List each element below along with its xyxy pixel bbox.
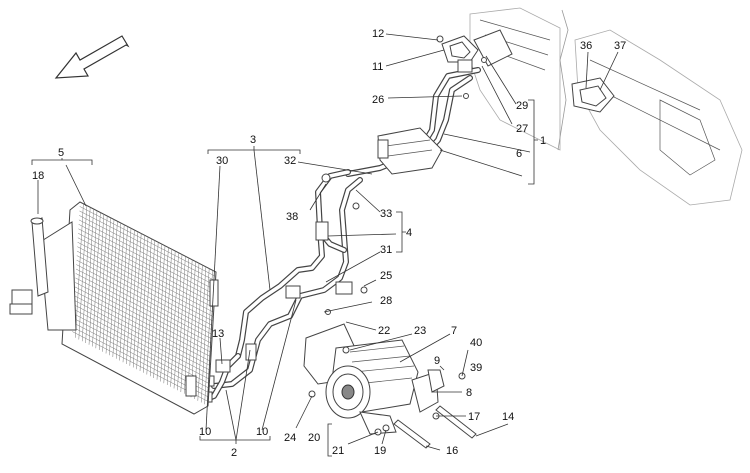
callout-20: 20 — [308, 432, 320, 444]
callout-30: 30 — [216, 155, 228, 167]
callout-21: 21 — [332, 445, 344, 457]
callout-18: 18 — [32, 170, 44, 182]
callout-14: 14 — [502, 411, 514, 423]
callout-23: 23 — [414, 325, 426, 337]
callout-36: 36 — [580, 40, 592, 52]
leader-lines — [31, 33, 619, 457]
callout-39: 39 — [470, 362, 482, 374]
callout-38: 38 — [286, 211, 298, 223]
callout-17: 17 — [468, 411, 480, 423]
condenser-fin-grid — [72, 203, 216, 405]
callout-5: 5 — [58, 147, 64, 159]
hardware-bolts — [308, 93, 477, 449]
ac-compressor — [303, 323, 466, 435]
direction-arrow-icon — [54, 35, 130, 79]
callout-11: 11 — [372, 61, 383, 73]
callout-9: 9 — [434, 355, 440, 367]
callout-13: 13 — [212, 328, 224, 340]
pipe-assembly-1 — [345, 59, 481, 177]
callout-33: 33 — [380, 208, 392, 220]
callout-labels: 1 2 3 4 5 6 7 8 9 10 10 11 12 13 14 16 1… — [32, 28, 626, 459]
callout-7: 7 — [451, 325, 457, 337]
callout-1: 1 — [540, 135, 546, 147]
callout-24: 24 — [284, 432, 296, 444]
insulation-pad-36-37 — [571, 77, 615, 113]
condenser — [39, 201, 219, 415]
callout-40: 40 — [470, 337, 482, 349]
receiver-drier — [9, 217, 49, 315]
callout-31: 31 — [380, 244, 392, 256]
callout-12: 12 — [372, 28, 384, 40]
callout-28: 28 — [380, 295, 392, 307]
callout-29: 29 — [516, 100, 528, 112]
pipe-assembly-3-4 — [211, 169, 363, 389]
vehicle-body-ghost — [469, 7, 743, 206]
callout-8: 8 — [466, 387, 472, 399]
callout-22: 22 — [378, 325, 390, 337]
callout-25: 25 — [380, 270, 392, 282]
callout-3: 3 — [250, 134, 256, 146]
callout-37: 37 — [614, 40, 626, 52]
callout-27: 27 — [516, 123, 528, 135]
callout-2: 2 — [231, 447, 237, 459]
callout-4: 4 — [406, 227, 412, 239]
callout-16: 16 — [446, 445, 458, 457]
callout-26: 26 — [372, 94, 384, 106]
callout-10a: 10 — [199, 426, 211, 438]
callout-19: 19 — [374, 445, 386, 457]
callout-10b: 10 — [256, 426, 268, 438]
callout-6: 6 — [516, 148, 522, 160]
expansion-valve-block — [436, 29, 513, 67]
callout-32: 32 — [284, 155, 296, 167]
